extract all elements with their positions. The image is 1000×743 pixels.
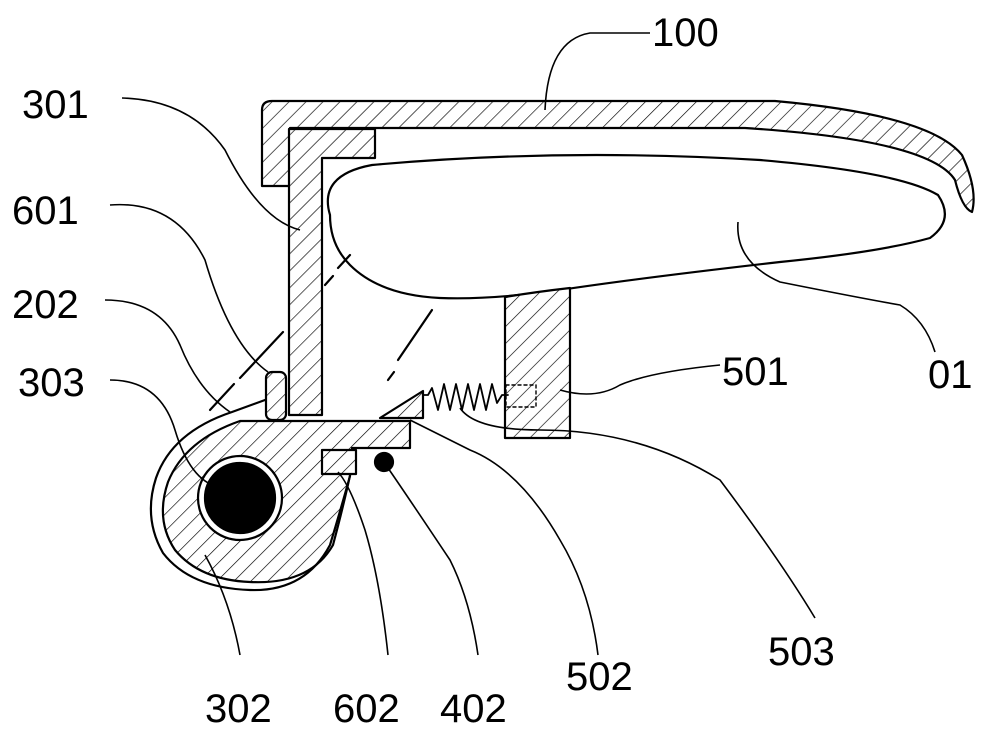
leader-502: [409, 419, 599, 656]
label-501: 501: [722, 350, 789, 394]
label-502: 502: [566, 655, 633, 699]
leader-601: [109, 203, 269, 373]
leader-202: [104, 299, 231, 413]
pad-601: [264, 370, 288, 422]
label-100: 100: [652, 11, 719, 55]
dot-402: [373, 451, 395, 473]
motion-line: [238, 330, 285, 380]
spring-503: [423, 383, 509, 411]
shell-202: [149, 394, 352, 592]
motion-line: [396, 308, 434, 362]
spring-cap-503: [505, 384, 537, 408]
leader-301: [121, 97, 301, 231]
label-503: 503: [768, 630, 835, 674]
leader-602: [337, 471, 389, 656]
pad-602: [320, 448, 358, 476]
motion-line: [208, 382, 236, 412]
motion-line: [323, 274, 335, 287]
motion-line: [386, 370, 396, 382]
label-602: 602: [333, 687, 400, 731]
leader-lines: [104, 32, 936, 656]
leader-503: [459, 407, 816, 619]
cover-100: [260, 99, 975, 214]
label-301: 301: [22, 83, 89, 127]
roller-core-303: [203, 461, 277, 535]
leader-402: [387, 467, 479, 656]
label-01: 01: [928, 353, 973, 397]
finger-01: [326, 153, 946, 300]
label-601: 601: [12, 189, 79, 233]
motion-line: [336, 253, 352, 270]
leader-302: [204, 554, 241, 656]
leader-01: [737, 221, 936, 353]
leader-501: [559, 364, 721, 395]
label-303: 303: [18, 361, 85, 405]
label-402: 402: [440, 687, 507, 731]
leader-100: [544, 32, 650, 111]
label-202: 202: [12, 283, 79, 327]
label-302: 302: [205, 687, 272, 731]
bracket-301: [287, 127, 377, 417]
leader-303: [109, 379, 219, 488]
block-501: [503, 286, 572, 440]
latch-502: [378, 389, 425, 420]
